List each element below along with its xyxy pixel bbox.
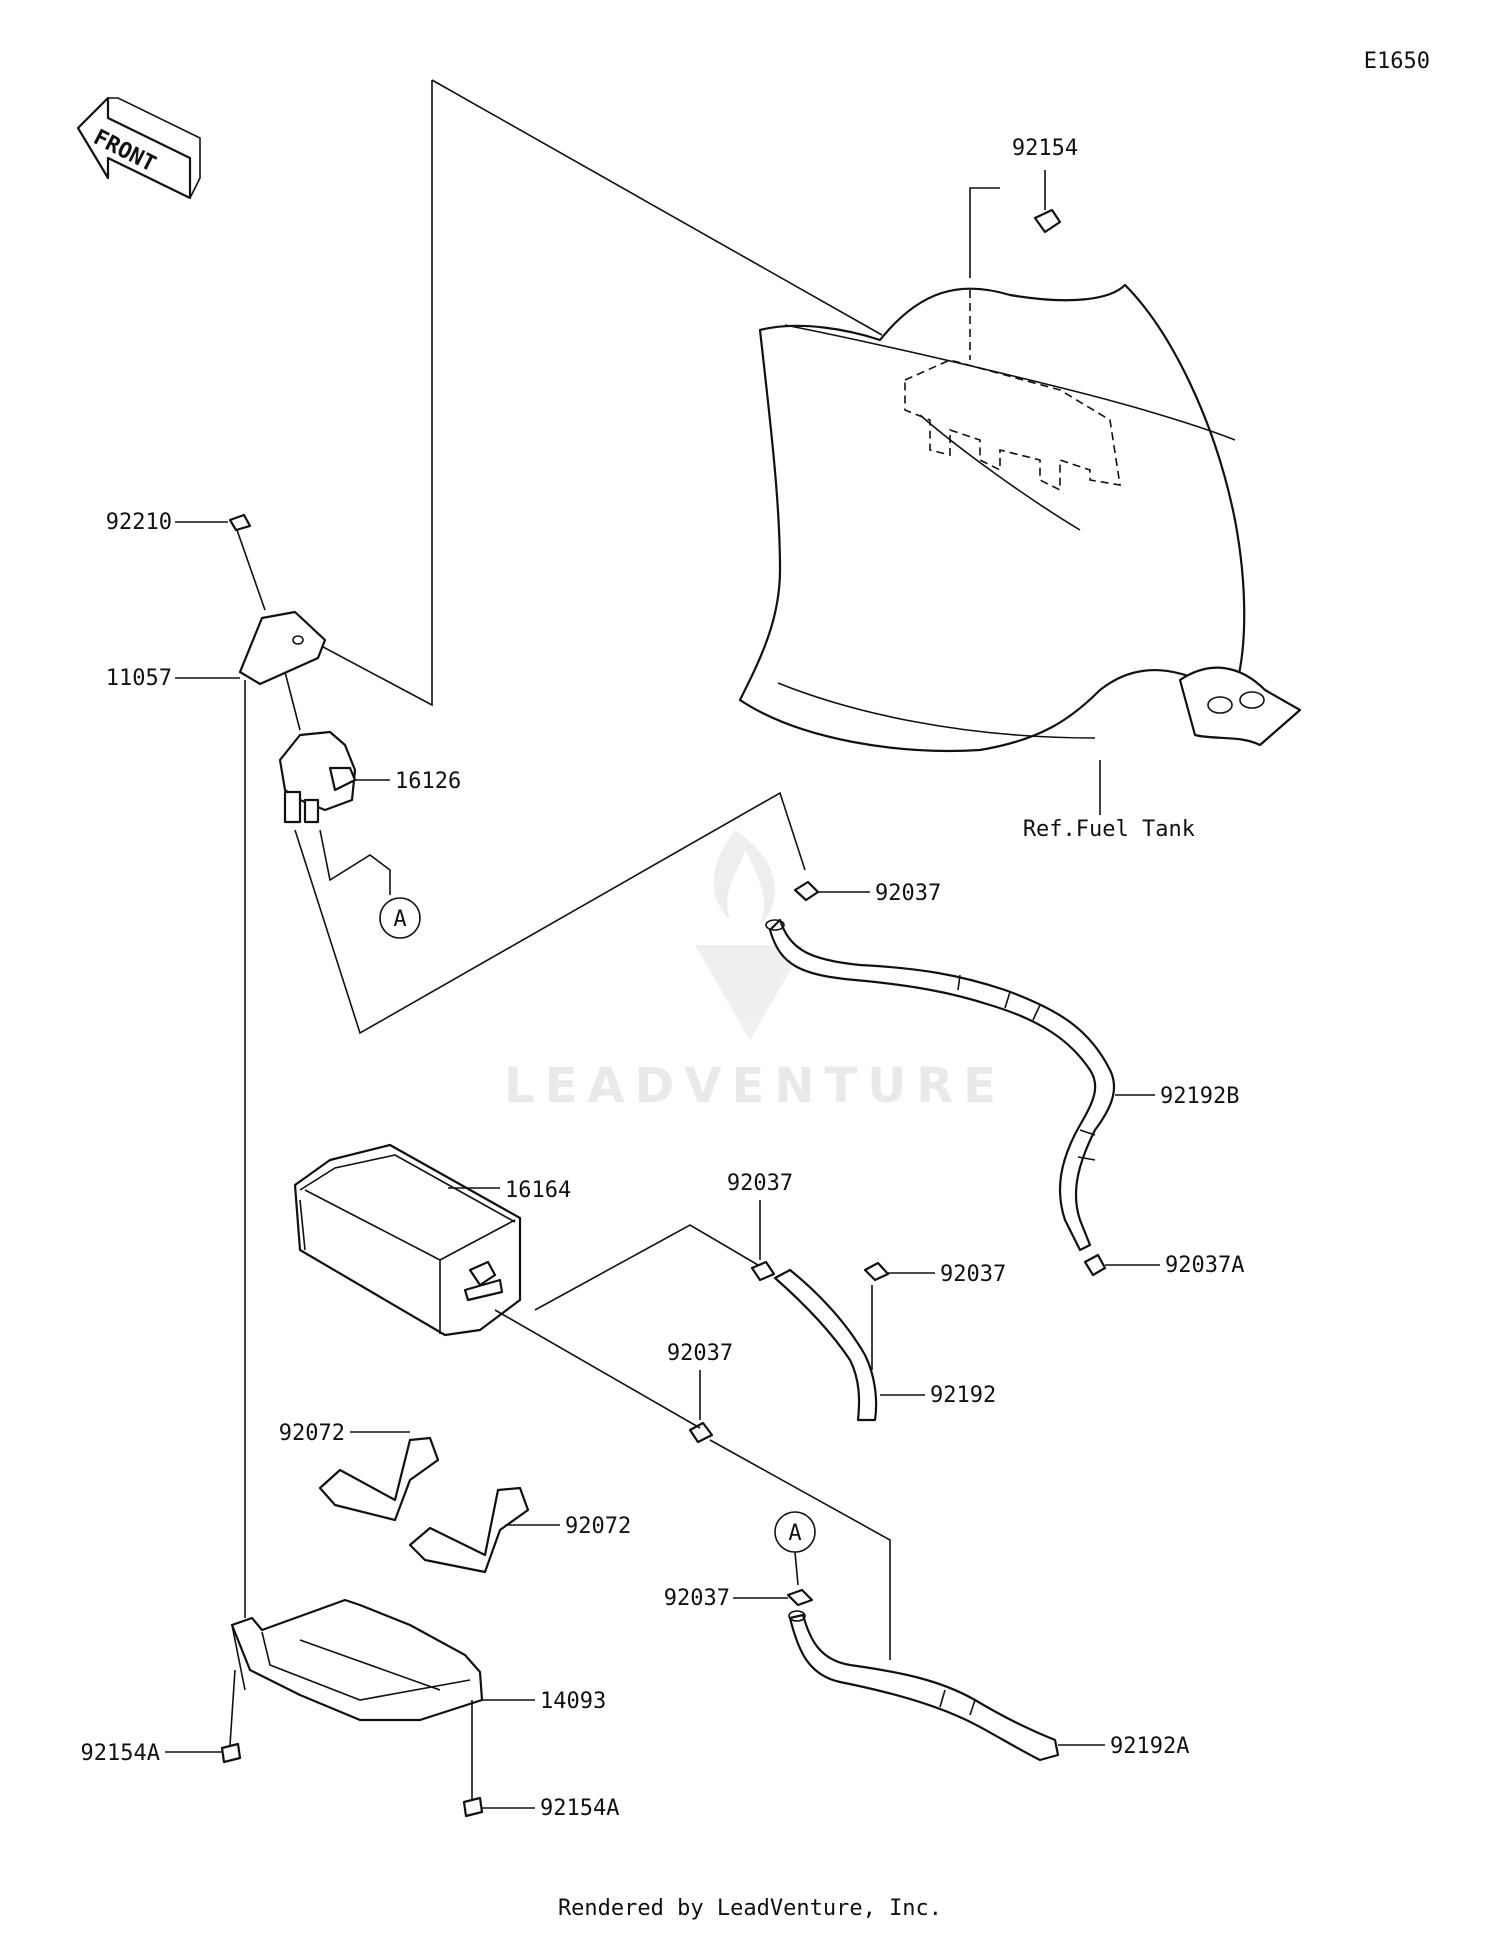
clip-92037-bottom <box>733 1588 814 1607</box>
callout-a-top: A <box>319 829 421 939</box>
callout-a-bottom-label: A <box>788 1521 801 1546</box>
label-11057: 11057 <box>106 666 172 691</box>
label-92037-right: 92037 <box>940 1262 1006 1287</box>
watermark-logo-icon <box>695 830 805 1040</box>
front-arrow-icon: FRONT <box>76 96 201 200</box>
hose-92192B <box>765 918 1155 1252</box>
hose-92192A <box>788 1610 1105 1762</box>
valve-16126 <box>278 671 390 824</box>
leader-valve-hose <box>294 791 806 1035</box>
label-92192A: 92192A <box>1110 1734 1189 1759</box>
clip-92037-low <box>494 1309 891 1660</box>
bracket-11057 <box>175 610 327 686</box>
nut-92210 <box>175 513 266 611</box>
clamp-92072-a <box>318 1431 440 1522</box>
footer-credit: Rendered by LeadVenture, Inc. <box>558 1896 942 1921</box>
clamp-92072-b <box>408 1486 560 1574</box>
watermark: LEADVENTURE <box>504 830 1006 1114</box>
bolt-92154A-bottom <box>462 1700 535 1818</box>
label-92210: 92210 <box>106 510 172 535</box>
label-92154A-bottom: 92154A <box>540 1796 619 1821</box>
label-92037-low: 92037 <box>667 1341 733 1366</box>
clip-92037-right <box>863 1261 935 1282</box>
watermark-text: LEADVENTURE <box>504 1058 1006 1114</box>
callout-a-bottom: A <box>774 1511 816 1586</box>
clip-92037-top <box>793 880 870 902</box>
label-16126: 16126 <box>395 769 461 794</box>
tray-14093 <box>230 1598 535 1722</box>
label-92037-bottom: 92037 <box>664 1586 730 1611</box>
label-92072-b: 92072 <box>565 1514 631 1539</box>
label-92072-a: 92072 <box>279 1421 345 1446</box>
label-92154A-left: 92154A <box>81 1741 160 1766</box>
label-16164: 16164 <box>505 1178 571 1203</box>
label-92037A: 92037A <box>1165 1253 1244 1278</box>
leader-bracket-tank <box>309 79 883 707</box>
diagram-code: E1650 <box>1364 49 1430 74</box>
label-92037-top: 92037 <box>875 881 941 906</box>
label-92192: 92192 <box>930 1383 996 1408</box>
bolt-92154-top <box>1033 170 1062 234</box>
label-92192B: 92192B <box>1160 1084 1239 1109</box>
leader-canister-clip <box>534 1224 759 1311</box>
label-92037-mid: 92037 <box>727 1171 793 1196</box>
label-92154: 92154 <box>1012 136 1078 161</box>
ref-fuel-tank-label: Ref.Fuel Tank <box>1023 817 1195 842</box>
clip-92037A <box>1083 1253 1160 1277</box>
label-14093: 14093 <box>540 1689 606 1714</box>
clip-92037-mid <box>750 1200 776 1282</box>
canister-16164 <box>293 1143 522 1337</box>
callout-a-top-label: A <box>393 907 406 932</box>
fuel-tank-reference <box>738 187 1302 753</box>
hose-92192 <box>773 1268 925 1422</box>
bolt-92154A-left <box>165 1669 242 1764</box>
